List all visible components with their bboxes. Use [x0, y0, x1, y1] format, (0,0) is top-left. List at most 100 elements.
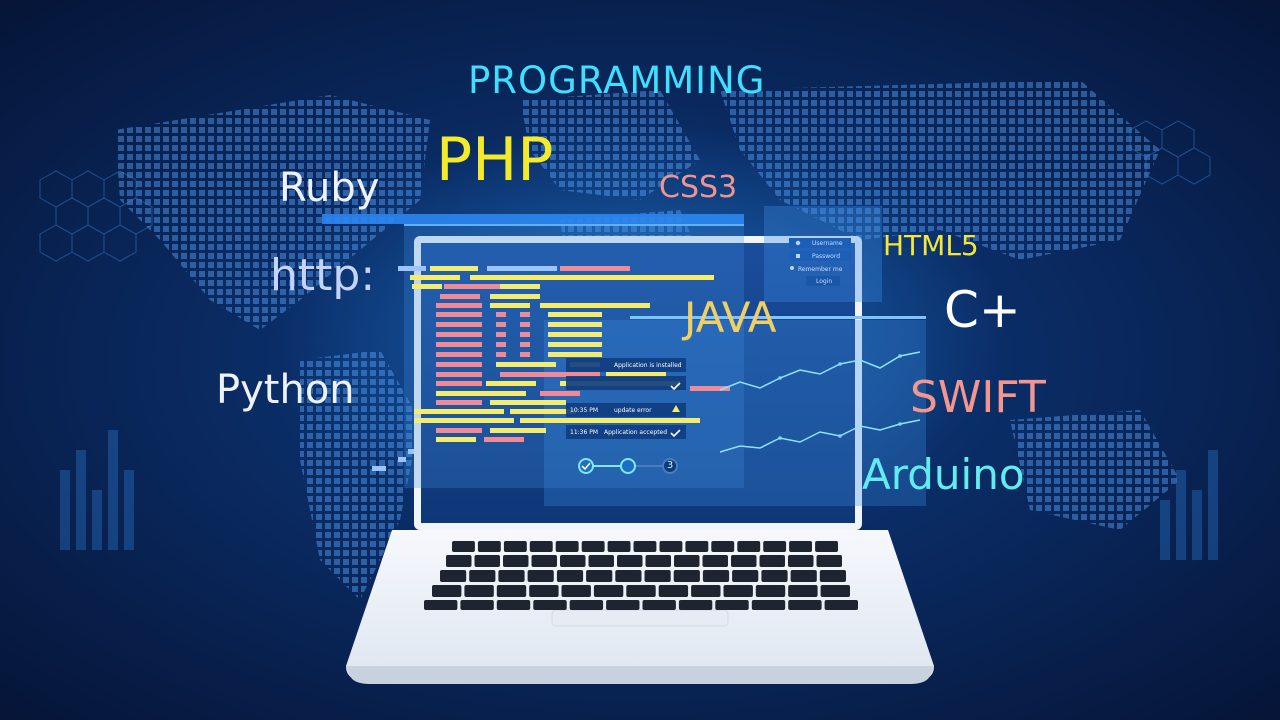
word-java: JAVA	[684, 293, 777, 342]
keyboard-key	[715, 600, 749, 610]
keyboard-key	[763, 541, 787, 552]
keyboard-key	[816, 555, 842, 567]
keyboard-key	[615, 570, 642, 582]
keyboard-key	[469, 570, 496, 582]
keyboard-key	[788, 600, 822, 610]
code-line	[540, 303, 650, 308]
password-label: Password	[812, 253, 841, 260]
keyboard-key	[626, 585, 656, 597]
keyboard-key	[477, 541, 501, 552]
code-line	[440, 294, 480, 299]
code-line	[436, 303, 482, 308]
code-line	[496, 362, 556, 367]
keyboard-key	[644, 570, 671, 582]
keyboard-key	[659, 541, 683, 552]
notification-text: update error	[614, 407, 652, 414]
code-line	[548, 332, 602, 337]
notification-time: 10:35 PM	[570, 407, 598, 414]
code-line	[606, 372, 666, 377]
keyboard-key	[685, 541, 709, 552]
notification-text: Application is installed	[614, 362, 682, 369]
code-line	[548, 342, 602, 347]
code-line	[436, 352, 482, 357]
code-line	[436, 437, 476, 442]
keyboard-key	[561, 585, 591, 597]
code-line	[486, 381, 536, 386]
keyboard-key	[474, 555, 500, 567]
word-php: PHP	[436, 125, 554, 195]
keyboard-key	[588, 555, 614, 567]
keyboard-key	[586, 570, 613, 582]
keyboard-key	[702, 570, 730, 582]
keyboard-key	[503, 541, 527, 552]
programming-title: PROGRAMMING	[468, 59, 766, 102]
keyboard-key	[560, 555, 586, 567]
code-line	[436, 342, 482, 347]
code-line	[496, 352, 506, 357]
keyboard-key	[617, 555, 643, 567]
notification-time: 11:36 PM	[570, 429, 598, 436]
code-line	[500, 284, 540, 289]
code-line	[436, 400, 482, 405]
code-line	[408, 449, 414, 454]
code-line	[490, 294, 540, 299]
keyboard-key	[464, 585, 494, 597]
keyboard-key	[424, 600, 458, 610]
code-line	[496, 342, 506, 347]
keyboard-key	[498, 570, 525, 582]
progress-stepper	[578, 458, 678, 474]
code-line	[436, 391, 526, 396]
code-line	[436, 362, 482, 367]
keyboard-key	[820, 585, 850, 597]
code-line	[500, 372, 600, 377]
keyboard-key	[556, 570, 584, 582]
keyboard-key	[607, 541, 631, 552]
code-line	[496, 312, 506, 317]
keyboard-key	[815, 541, 838, 552]
code-line	[414, 418, 514, 423]
code-line	[444, 284, 502, 289]
login-button-label: Login	[816, 278, 833, 285]
keyboard-key	[531, 555, 557, 567]
keyboard-key	[819, 570, 846, 582]
code-line	[436, 372, 482, 377]
keyboard-key	[496, 600, 531, 610]
keyboard-key	[645, 555, 671, 567]
keyboard-key	[678, 600, 713, 610]
line-charts	[719, 351, 921, 453]
code-line	[520, 352, 530, 357]
keyboard-key	[432, 585, 462, 597]
keyboard-key	[606, 600, 640, 610]
keyboard-key	[529, 585, 559, 597]
remember-label: Remember me	[798, 266, 843, 273]
keyboard-key	[759, 555, 785, 567]
keyboard-key	[527, 570, 554, 582]
code-line	[436, 322, 482, 327]
code-line	[470, 275, 714, 280]
keyboard-key	[533, 600, 567, 610]
code-line	[496, 332, 506, 337]
keyboard-key	[737, 541, 761, 552]
login-panel	[789, 238, 851, 286]
code-line	[398, 457, 406, 462]
word-arduino: Arduino	[862, 450, 1025, 499]
laptop-base	[346, 530, 934, 684]
code-line	[540, 391, 580, 396]
keyboard-key	[658, 585, 689, 597]
word-html5: HTML5	[883, 229, 979, 262]
notification-text: Application accepted	[604, 429, 668, 436]
code-line	[487, 266, 557, 271]
keyboard-key	[503, 555, 529, 567]
keyboard-key	[569, 600, 604, 610]
code-line	[490, 400, 566, 405]
word-ruby: Ruby	[279, 165, 380, 211]
notification-list	[566, 358, 686, 439]
keyboard-key	[789, 541, 812, 552]
keyboard-key	[452, 541, 475, 552]
keyboard-key	[732, 570, 759, 582]
keyboard-key	[674, 555, 700, 567]
keyboard	[424, 541, 858, 610]
code-line	[690, 386, 730, 391]
keyboard-key	[702, 555, 728, 567]
